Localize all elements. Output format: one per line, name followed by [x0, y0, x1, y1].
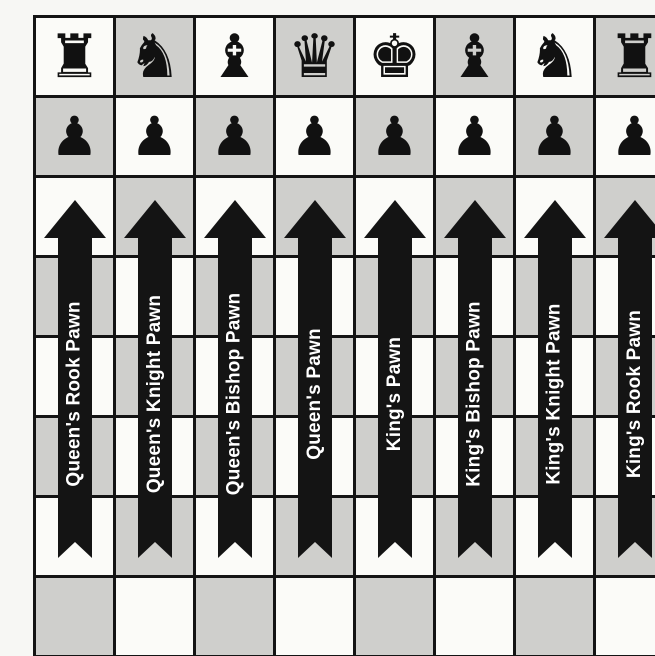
arrow-label: Queen's Pawn: [303, 328, 325, 460]
arrow-label: Queen's Rook Pawn: [64, 301, 86, 486]
pawn-icon: ♟: [276, 98, 353, 175]
board-square: [596, 578, 655, 655]
board-square: [436, 578, 513, 655]
rook-icon: ♜: [596, 18, 655, 95]
pawn-icon: ♟: [596, 98, 655, 175]
pawn-icon: ♟: [436, 98, 513, 175]
arrow-label: Queen's Bishop Pawn: [223, 293, 245, 496]
board-square: [356, 578, 433, 655]
arrow-label: King's Rook Pawn: [624, 310, 646, 478]
knight-icon: ♞: [116, 18, 193, 95]
pawn-icon: ♟: [516, 98, 593, 175]
arrow-label: King's Knight Pawn: [544, 303, 566, 484]
board-square: [276, 578, 353, 655]
pawn-icon: ♟: [356, 98, 433, 175]
pawn-icon: ♟: [196, 98, 273, 175]
knight-icon: ♞: [516, 18, 593, 95]
arrow-label: Queen's Knight Pawn: [144, 295, 166, 493]
arrow-label: King's Bishop Pawn: [464, 301, 486, 486]
board-square: [36, 578, 113, 655]
arrow-label: King's Pawn: [384, 337, 406, 451]
pawn-icon: ♟: [36, 98, 113, 175]
king-icon: ♚: [356, 18, 433, 95]
bishop-icon: ♝: [196, 18, 273, 95]
board-square: [196, 578, 273, 655]
bishop-icon: ♝: [436, 18, 513, 95]
queen-icon: ♛: [276, 18, 353, 95]
board-square: [116, 578, 193, 655]
rook-icon: ♜: [36, 18, 113, 95]
board-square: [516, 578, 593, 655]
pawn-icon: ♟: [116, 98, 193, 175]
